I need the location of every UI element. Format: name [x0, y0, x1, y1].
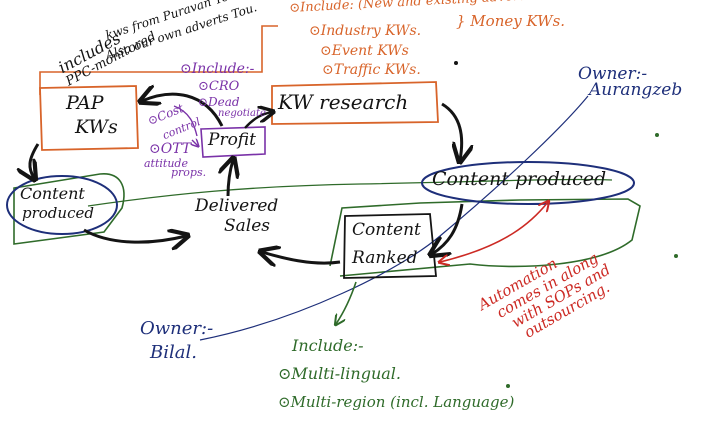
ppc-kw-bracket	[39, 25, 278, 95]
profit-includes-line-2: ⊙CRO	[198, 79, 240, 94]
profit-includes-line-1: ⊙Include:-	[180, 61, 255, 77]
stray-dot	[674, 254, 678, 258]
content-produced-left-line-1: Content	[20, 184, 85, 203]
arrow-ppc-to-content	[30, 143, 40, 178]
delivered-sales-line-2: Sales	[224, 216, 271, 236]
ranked-includes-line-2: ⊙Multi-lingual.	[278, 364, 401, 383]
content-produced-left-ellipse	[6, 175, 118, 235]
ott-line-1: ⊙OTT	[149, 141, 192, 157]
profit-box	[200, 126, 266, 158]
ppc-kws-line-1: PAP	[66, 92, 104, 114]
green-loop-left	[13, 173, 125, 245]
stray-dot	[655, 133, 659, 137]
arrow-content-produced-to-ranked	[432, 203, 464, 254]
profit-includes-line-4: negotiate	[218, 108, 266, 119]
ott-line-2: attitude	[144, 157, 188, 170]
content-ranked-line-1: Content	[352, 220, 421, 240]
content-produced-right-label: Content produced	[432, 168, 607, 190]
arrow-delivered-to-profit	[228, 160, 233, 197]
ppc-kws-box	[39, 85, 139, 151]
owner-top-name: Aurangzeb	[589, 80, 683, 100]
content-ranked-box	[343, 213, 437, 279]
kw-includes-line-3: ⊙Event KWs	[320, 43, 409, 59]
money-kws-label: } Money KWs.	[456, 12, 566, 30]
arrow-content-to-delivered	[83, 230, 186, 242]
kw-includes-line-4: ⊙Traffic KWs.	[322, 62, 421, 78]
arrow-automation	[440, 202, 548, 262]
ranked-includes-line-3: ⊙Multi-region (incl. Language)	[278, 393, 515, 411]
content-ranked-line-2: Ranked	[352, 248, 418, 268]
owner-bottom-label: Owner:-	[140, 318, 214, 339]
ott-line-3: props.	[171, 166, 207, 179]
arrow-profit-to-kw-research	[244, 112, 272, 129]
profit-node-label: Profit	[208, 130, 256, 150]
arrow-ranked-to-delivered	[262, 252, 341, 263]
arrow-profit-to-ppc	[142, 94, 224, 127]
profit-bracket	[173, 105, 198, 137]
owner-bottom-name: Bilal.	[150, 342, 197, 363]
green-center-band	[87, 178, 613, 207]
kw-includes-line-2: ⊙Industry KWs.	[309, 23, 422, 39]
arrow-ranked-includes	[336, 281, 357, 324]
profit-include-tick	[192, 140, 198, 146]
stray-dot	[506, 384, 510, 388]
kw-research-node-label: KW research	[278, 90, 409, 114]
profit-includes-line-3: ⊙Dead	[198, 95, 240, 109]
ppc-kws-line-2: KWs	[75, 116, 118, 138]
content-produced-left-line-2: produced	[22, 204, 94, 222]
owner-top-label: Owner:-	[578, 64, 648, 84]
arrow-kw-to-content-produced	[441, 102, 462, 160]
delivered-sales-line-1: Delivered	[195, 196, 279, 216]
ranked-includes-line-1: Include:-	[292, 336, 364, 355]
stray-dot	[454, 61, 458, 65]
